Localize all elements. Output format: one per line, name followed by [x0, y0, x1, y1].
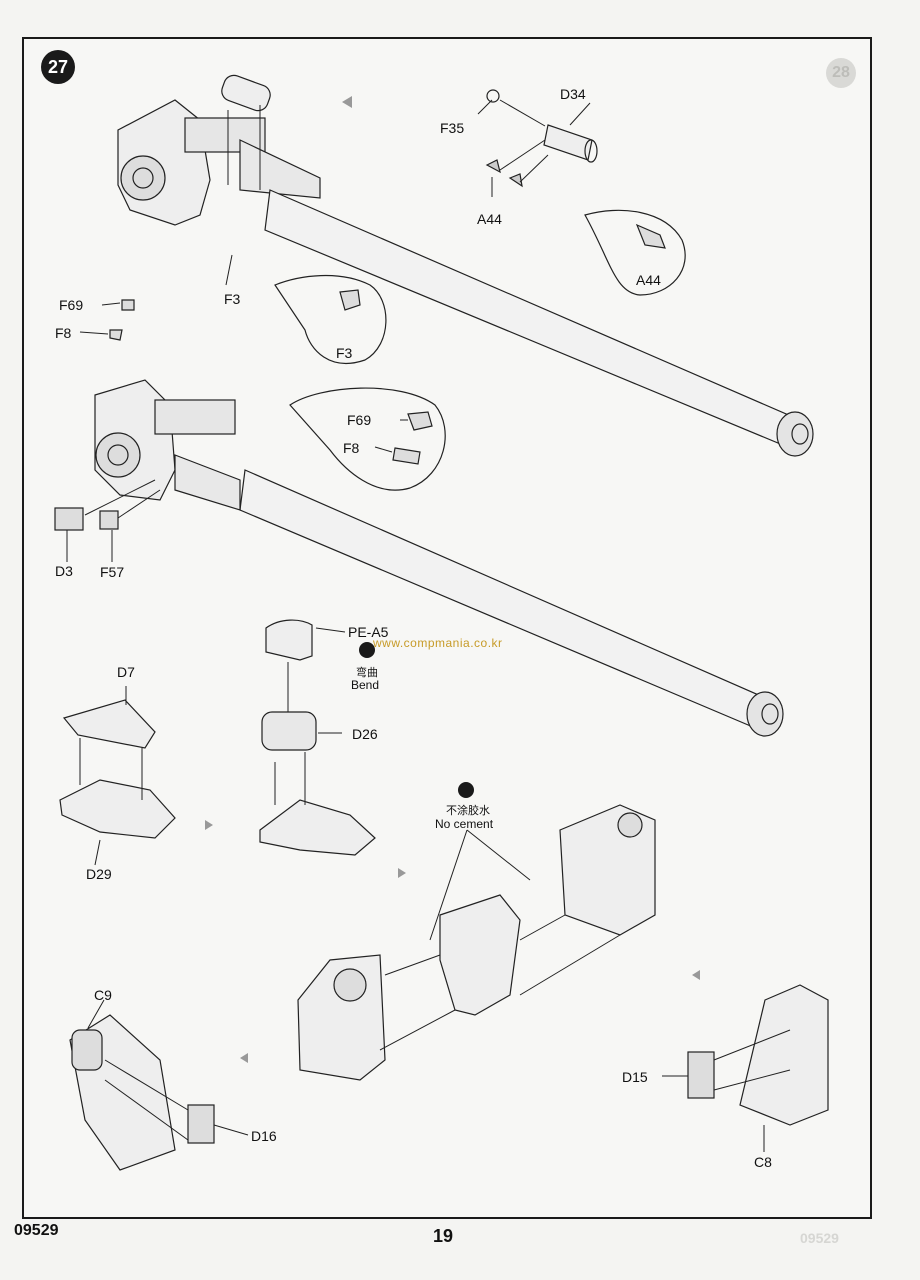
label-f69: F69	[59, 297, 84, 313]
note-nocement-cn: 不涂胶水	[446, 805, 490, 817]
step-number-badge: 27	[41, 50, 75, 84]
d7	[62, 699, 156, 749]
label-d26: D26	[352, 726, 378, 742]
bend-icon	[359, 642, 375, 658]
label-f3: F3	[224, 291, 241, 307]
d16	[187, 1104, 215, 1144]
d26	[261, 711, 317, 751]
label-f57: F57	[100, 564, 125, 580]
label-f69-callout: F69	[347, 412, 372, 428]
d15	[687, 1051, 715, 1099]
callout-f3	[274, 274, 387, 365]
no-cement-icon	[458, 782, 474, 798]
label-f3-callout: F3	[336, 345, 353, 361]
next-step-ghost-badge: 28	[826, 58, 856, 88]
callout-a44	[584, 209, 686, 296]
callout-f69-f8	[289, 387, 446, 491]
d26-mount	[259, 799, 376, 856]
page-number: 19	[433, 1226, 454, 1246]
note-bend-en: Bend	[351, 678, 380, 692]
label-d16: D16	[251, 1128, 277, 1144]
label-f8-callout: F8	[343, 440, 360, 456]
d29	[59, 779, 176, 839]
cradle-center	[439, 894, 521, 1016]
watermark-text: www.compmania.co.kr	[373, 636, 503, 650]
label-d7: D7	[117, 664, 135, 680]
pe-a5	[265, 619, 313, 661]
product-code-ghost: 09529	[800, 1230, 839, 1246]
label-c9: C9	[94, 987, 112, 1003]
label-d3: D3	[55, 563, 73, 579]
page-frame	[22, 37, 872, 1219]
product-code: 09529	[14, 1222, 59, 1239]
note-nocement-en: No cement	[435, 817, 494, 831]
lower-barrel	[239, 469, 771, 731]
c8	[739, 984, 829, 1126]
label-d34: D34	[560, 86, 586, 102]
label-a44-callout: A44	[636, 272, 661, 288]
label-d15: D15	[622, 1069, 648, 1085]
note-bend-cn: 弯曲	[356, 667, 378, 679]
label-c8: C8	[754, 1154, 772, 1170]
label-f8: F8	[55, 325, 72, 341]
label-f35: F35	[440, 120, 465, 136]
label-d29: D29	[86, 866, 112, 882]
label-pe-a5: PE-A5	[348, 624, 389, 640]
label-a44: A44	[477, 211, 502, 227]
